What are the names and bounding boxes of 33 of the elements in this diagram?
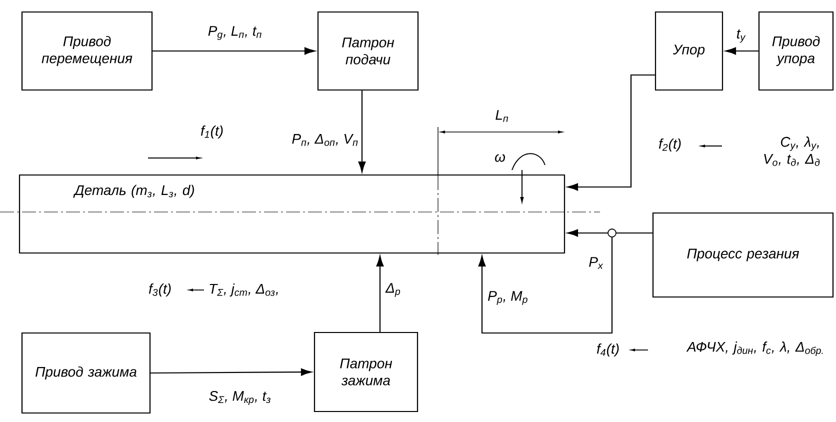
- process-box: Привод упора: [758, 11, 834, 91]
- process-box: Привод зажима: [21, 332, 151, 414]
- arrow: [567, 74, 655, 191]
- edge-label: P$_{g}$, L$_{п}$, t$_{п}$: [208, 26, 262, 40]
- variable-label: L$_{п}$: [496, 110, 508, 122]
- variable-label: ω: [495, 154, 505, 162]
- edge-label: Δ$_{р}$: [385, 283, 400, 297]
- process-box: Патрон зажима: [314, 332, 418, 412]
- process-box: Упор: [654, 11, 724, 91]
- junction-circle: [608, 228, 616, 238]
- arrow: [725, 47, 758, 55]
- edge-label: P$_{р}$, M$_{р}$: [488, 291, 528, 305]
- arrow: [150, 368, 312, 376]
- process-box: Процесс резания: [652, 212, 834, 298]
- edge-label: t$_{y}$: [737, 29, 746, 43]
- arrow: [567, 229, 608, 237]
- arrow: [376, 256, 384, 332]
- edge-label: P$_{п}$, Δ$_{оп}$, V$_{п}$: [292, 134, 358, 146]
- variable-label: C$_{y}$, λ$_{y}$, V$_{o}$, t$_{д}$, Δ$_{д}$: [764, 136, 820, 166]
- arrow: [478, 237, 613, 334]
- process-box: Патрон подачи: [317, 11, 419, 91]
- variable-label: f$_{3}$(t): [148, 283, 171, 297]
- arrow: [152, 47, 316, 55]
- process-box: Деталь (m$_{з}$, L$_{з}$, d): [18, 174, 566, 254]
- variable-label: f$_{1}$(t): [200, 125, 223, 139]
- process-box: Привод перемещения: [21, 11, 153, 91]
- variable-label: T$_{Σ}$, j$_{ст}$, Δ$_{оз}$,: [210, 283, 278, 297]
- variable-label: f$_{2}$(t): [658, 138, 681, 152]
- variable-label: f$_{4}$(t): [596, 343, 619, 357]
- variable-label: АФЧХ, j$_{дин}$, f$_{c}$, λ, Δ$_{обр.}$: [686, 342, 823, 356]
- arrow: [358, 90, 366, 172]
- edge-label: P$_{x}$: [589, 257, 604, 269]
- edge-label: S$_{Σ}$, M$_{кр}$, t$_{з}$: [209, 391, 270, 405]
